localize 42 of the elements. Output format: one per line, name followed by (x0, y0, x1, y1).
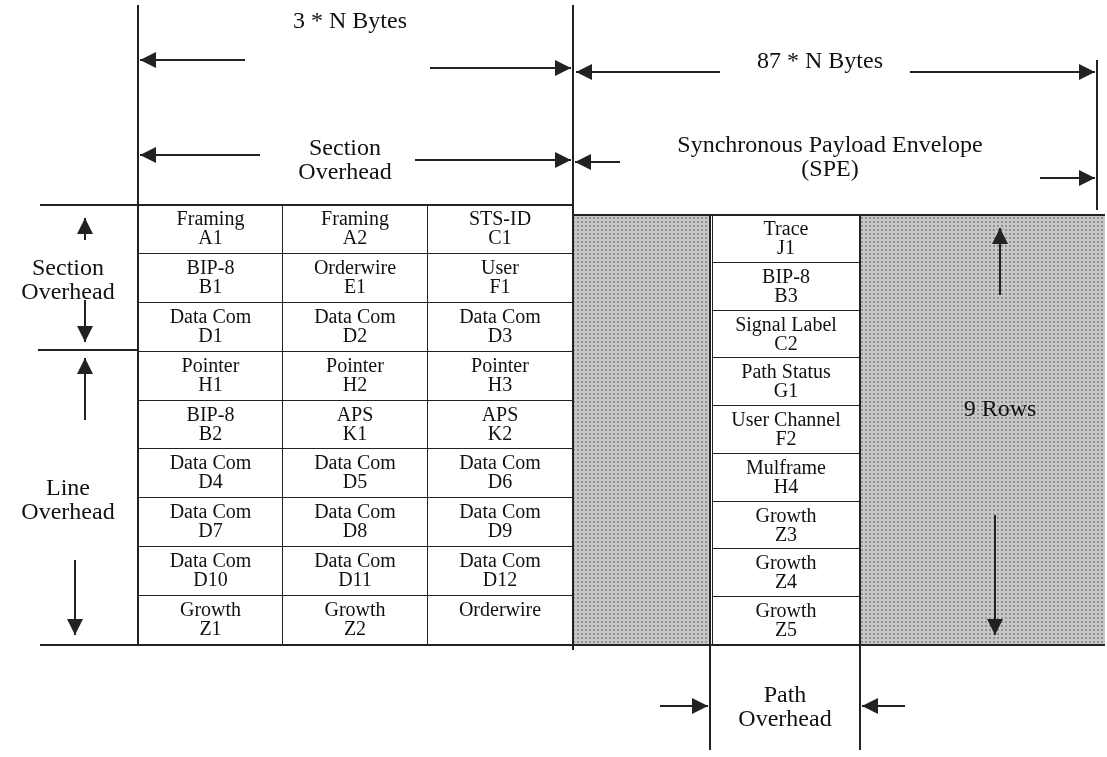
table-cell: BIP-8 B1 (138, 253, 283, 303)
table-cell: Data Com D11 (283, 547, 428, 597)
table-cell: Path Status G1 (712, 358, 860, 407)
table-cell: Orderwire E1 (283, 253, 428, 303)
table-cell: Data Com D4 (138, 449, 283, 499)
table-cell: Data Com D5 (283, 449, 428, 499)
table-cell: Trace J1 (712, 215, 860, 263)
table-cell: Data Com D3 (428, 302, 573, 352)
heading-label: Section Overhead (297, 135, 393, 183)
table-cell: Signal Label C2 (712, 310, 860, 359)
table-cell: Growth Z2 (283, 596, 428, 645)
table-cell: STS-ID C1 (428, 205, 573, 254)
dimension-label: Path Overhead (737, 682, 833, 730)
dimension-label: 9 Rows (962, 396, 1038, 420)
table-cell: Data Com D1 (138, 302, 283, 352)
dimension-label: 87 * N Bytes (756, 48, 884, 72)
dimension-label: 3 * N Bytes (292, 8, 408, 32)
table-cell: Data Com D6 (428, 449, 573, 499)
table-cell: Pointer H2 (283, 351, 428, 401)
table-cell: User F1 (428, 253, 573, 303)
table-cell: Data Com D10 (138, 547, 283, 597)
table-cell: APS K1 (283, 400, 428, 450)
table-cell: Data Com D2 (283, 302, 428, 352)
table-cell: User Channel F2 (712, 406, 860, 454)
table-cell: Framing A1 (138, 205, 283, 254)
table-cell: Data Com D8 (283, 498, 428, 548)
table-cell: Data Com D12 (428, 547, 573, 597)
table-cell: Pointer H1 (138, 351, 283, 401)
row-group-label: Line Overhead (20, 475, 116, 523)
table-cell: Data Com D9 (428, 498, 573, 548)
table-cell: Growth Z4 (712, 549, 860, 598)
table-cell: Pointer H3 (428, 351, 573, 401)
table-cell: Framing A2 (283, 205, 428, 254)
table-cell: BIP-8 B2 (138, 400, 283, 450)
row-group-label: Section Overhead (20, 255, 116, 303)
table-cell: APS K2 (428, 400, 573, 450)
table-cell: Orderwire (428, 596, 573, 645)
table-cell: Growth Z3 (712, 501, 860, 550)
table-cell: Mulframe H4 (712, 453, 860, 502)
table-cell: BIP-8 B3 (712, 262, 860, 311)
table-cell: Data Com D7 (138, 498, 283, 548)
heading-label: Synchronous Payload Envelope (SPE) (676, 132, 984, 180)
